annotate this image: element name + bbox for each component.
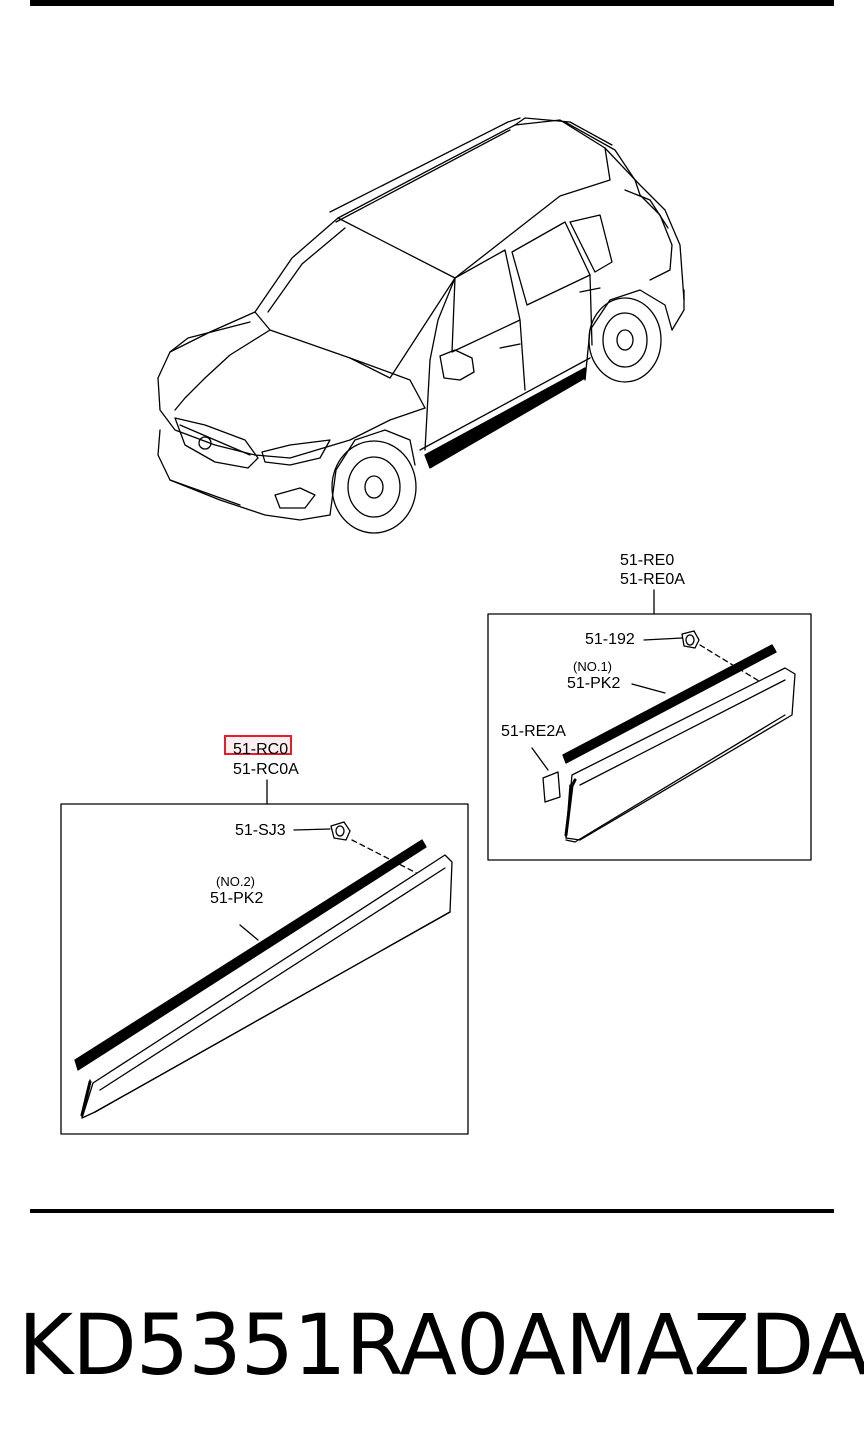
part-number: KD5351RA0A <box>18 1296 566 1394</box>
highlight-box <box>224 735 292 755</box>
label-51-192: 51-192 <box>585 631 635 648</box>
car-illustration <box>157 117 685 534</box>
brand-name: MAZDA <box>565 1296 864 1394</box>
label-51-re2a: 51-RE2A <box>501 723 566 740</box>
left-parts-box <box>60 779 469 1135</box>
right-parts-box <box>487 589 812 861</box>
label-51-rc0a: 51-RC0A <box>233 761 299 778</box>
top-divider <box>30 0 834 6</box>
label-51-pk2-no2: 51-PK2 <box>210 890 264 907</box>
label-51-re0a: 51-RE0A <box>620 571 685 588</box>
label-51-rc0: 51-RC0 <box>233 741 289 758</box>
label-51-re0: 51-RE0 <box>620 552 675 569</box>
label-51-sj3: 51-SJ3 <box>235 822 286 839</box>
label-51-pk2-no1: 51-PK2 <box>567 675 621 692</box>
label-no2: (NO.2) <box>216 874 255 889</box>
label-no1: (NO.1) <box>573 659 612 674</box>
bottom-divider <box>30 1209 834 1213</box>
